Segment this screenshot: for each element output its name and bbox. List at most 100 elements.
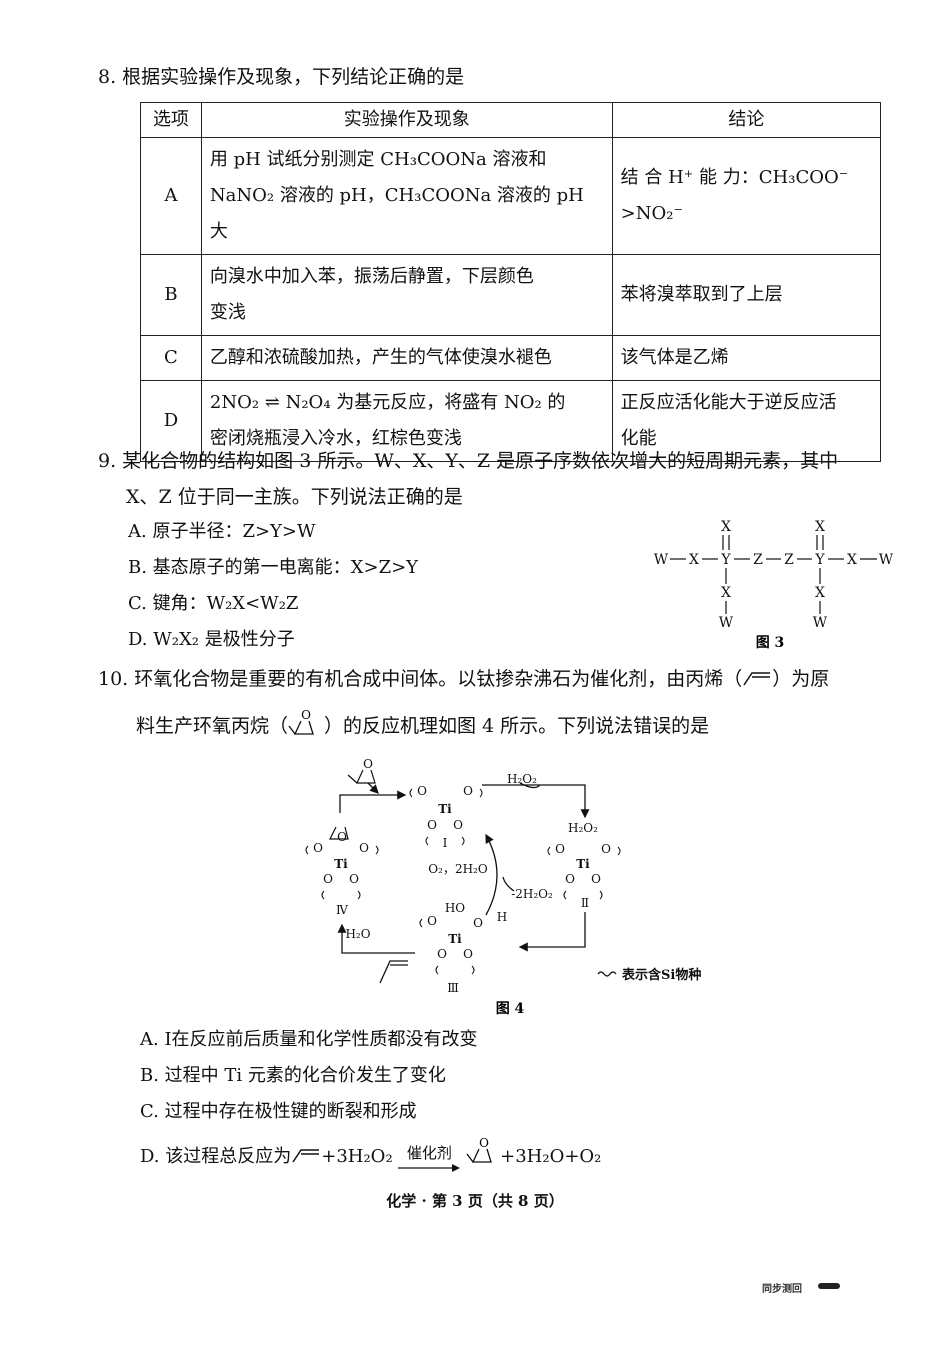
epoxide-product-icon: O — [347, 757, 376, 784]
row-conclusion: 该气体是乙烯 — [611, 335, 882, 381]
option-d-part: +3H₂O₂ — [321, 1146, 393, 1167]
atom-x: X — [721, 519, 731, 535]
row-conclusion: 结 合 H⁺ 能 力：CH₃COO⁻ >NO₂⁻ — [611, 137, 882, 255]
atom-y: Y — [814, 552, 825, 568]
header-operation: 实验操作及现象 — [200, 102, 613, 138]
row-option: C — [140, 335, 202, 381]
propene-icon — [743, 672, 771, 686]
row-operation: 2NO₂ ⇌ N₂O₄ 为基元反应，将盛有 NO₂ 的 密闭烧瓶浸入冷水，红棕色… — [200, 380, 613, 462]
svg-text:H: H — [497, 910, 507, 924]
q9-option-a: A. 原子半径：Z>Y>W — [128, 521, 316, 542]
svg-text:O: O — [427, 818, 437, 832]
row-operation: 用 pH 试纸分别测定 CH₃COONa 溶液和 NaNO₂ 溶液的 pH，CH… — [200, 137, 613, 255]
operation-line: 密闭烧瓶浸入冷水，红棕色变浅 — [209, 428, 462, 449]
operation-line: 向溴水中加入苯，振荡后静置，下层颜色 — [209, 266, 534, 287]
row-conclusion: 正反应活化能大于逆反应活 化能 — [611, 380, 882, 462]
atom-z: Z — [784, 552, 794, 568]
table-row: B 向溴水中加入苯，振荡后静置，下层颜色 变浅 苯将溴萃取到了上层 — [140, 254, 882, 336]
svg-text:O: O — [591, 872, 601, 886]
svg-text:O: O — [479, 1136, 489, 1150]
atom-x: X — [721, 585, 731, 601]
row-option: D — [140, 380, 202, 462]
atom-x: X — [847, 552, 857, 568]
svg-text:O: O — [463, 947, 473, 961]
q10-stem-part: ）的反应机理如图 4 所示。下列说法错误的是 — [324, 715, 710, 737]
figure-3-label: 图 3 — [756, 635, 785, 651]
svg-text:O: O — [301, 708, 311, 722]
q10-option-c: C. 过程中存在极性键的断裂和形成 — [140, 1101, 417, 1122]
svg-text:Ti: Ti — [438, 802, 452, 816]
epoxypropane-icon: O — [466, 1136, 493, 1163]
figure-3-structure: X X W X Y Z Z Y X W X X W W 图 3 — [654, 519, 894, 651]
atom-w: W — [879, 552, 894, 568]
operation-line: 用 pH 试纸分别测定 CH₃COONa 溶液和 — [209, 149, 547, 170]
q10-option-a: A. Ⅰ在反应前后质量和化学性质都没有改变 — [140, 1029, 478, 1050]
minus-2h2o2-label: -2H₂O₂ — [511, 887, 553, 901]
q10-stem-line1: 10. 环氧化合物是重要的有机合成中间体。以钛掺杂沸石为催化剂，由丙烯（）为原 — [98, 664, 829, 694]
svg-text:O: O — [359, 841, 369, 855]
header-conclusion: 结论 — [611, 102, 882, 138]
operation-line: 2NO₂ ⇌ N₂O₄ 为基元反应，将盛有 NO₂ 的 — [209, 392, 566, 413]
atom-x: X — [815, 585, 825, 601]
table-header-row: 选项 实验操作及现象 结论 — [140, 102, 882, 138]
conclusion-line: 结 合 H⁺ 能 力：CH₃COO⁻ — [620, 167, 849, 188]
option-d-part: D. 该过程总反应为 — [140, 1146, 292, 1167]
table-row: C 乙醇和浓硫酸加热，产生的气体使溴水褪色 该气体是乙烯 — [140, 335, 882, 381]
atom-w: W — [813, 615, 828, 631]
epoxypropane-icon: O — [288, 708, 314, 735]
h2o2-label: H₂O₂ — [507, 772, 537, 786]
atom-w: W — [719, 615, 734, 631]
arrow-i-to-ii — [482, 784, 590, 819]
svg-text:O: O — [427, 914, 437, 928]
svg-text:O: O — [453, 818, 463, 832]
svg-text:O: O — [417, 784, 427, 798]
propene-icon — [292, 1149, 320, 1163]
q9-option-b: B. 基态原子的第一电离能：X>Z>Y — [128, 557, 419, 578]
svg-text:O: O — [565, 872, 575, 886]
atom-z: Z — [753, 552, 763, 568]
row-operation: 向溴水中加入苯，振荡后静置，下层颜色 变浅 — [200, 254, 613, 336]
corner-bar — [818, 1283, 840, 1289]
svg-text:O: O — [473, 916, 483, 930]
svg-text:Ⅱ: Ⅱ — [581, 896, 589, 910]
q8-table: 选项 实验操作及现象 结论 A 用 pH 试纸分别测定 CH₃COONa 溶液和… — [140, 102, 882, 462]
conclusion-line: 正反应活化能大于逆反应活 — [620, 392, 837, 413]
svg-text:O: O — [555, 842, 565, 856]
header-option: 选项 — [140, 102, 202, 138]
figure-4-label: 图 4 — [496, 1001, 525, 1017]
svg-text:H₂O₂: H₂O₂ — [568, 821, 598, 835]
propene-feed-icon — [379, 960, 408, 984]
corner-mark: 同步测回 — [762, 1284, 802, 1295]
svg-text:Ⅰ: Ⅰ — [443, 836, 448, 850]
q10-stem-part: 10. 环氧化合物是重要的有机合成中间体。以钛掺杂沸石为催化剂，由丙烯（ — [98, 668, 743, 690]
q10-stem-part: 料生产环氧丙烷（ — [136, 715, 289, 737]
svg-text:HO: HO — [445, 901, 465, 915]
option-d-part: +3H₂O+O₂ — [500, 1146, 602, 1167]
svg-text:O: O — [349, 872, 359, 886]
arrow-iv-to-i — [339, 790, 407, 813]
q10-option-d: D. 该过程总反应为+3H₂O₂ 催化剂 O+3H₂O+O₂ — [140, 1136, 602, 1172]
row-operation: 乙醇和浓硫酸加热，产生的气体使溴水褪色 — [200, 335, 613, 381]
atom-w: W — [654, 552, 669, 568]
row-conclusion: 苯将溴萃取到了上层 — [611, 254, 882, 336]
svg-text:O: O — [363, 757, 373, 771]
arrow-iii-to-iv — [337, 923, 415, 954]
conclusion-line: 化能 — [620, 428, 657, 449]
q8-stem: 8. 根据实验操作及现象，下列结论正确的是 — [98, 66, 465, 88]
svg-text:O: O — [323, 872, 333, 886]
q9-stem-line1: 9. 某化合物的结构如图 3 所示。W、X、Y、Z 是原子序数依次增大的短周期元… — [98, 450, 839, 472]
svg-text:O: O — [313, 841, 323, 855]
svg-text:Ti: Ti — [576, 857, 590, 871]
si-species-wave-icon — [597, 971, 617, 977]
o2-2h2o-label: O₂，2H₂O — [428, 862, 488, 876]
svg-text:Ti: Ti — [448, 932, 462, 946]
q9-stem-line2: X、Z 位于同一主族。下列说法正确的是 — [126, 486, 463, 508]
h2o-label: H₂O — [345, 927, 370, 941]
conclusion-line: >NO₂⁻ — [620, 203, 683, 224]
atom-y: Y — [720, 552, 731, 568]
